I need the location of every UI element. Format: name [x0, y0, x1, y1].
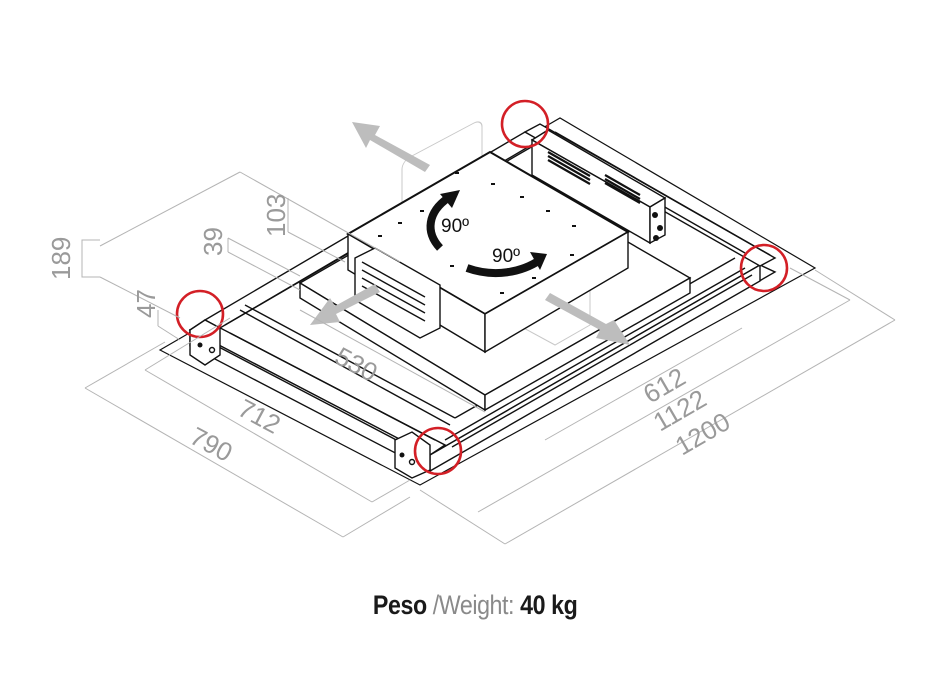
weight-label-en: Weight: — [438, 590, 515, 620]
rotation-arrow-horizontal-icon — [465, 252, 547, 278]
highlight-front-left-bracket — [175, 289, 225, 339]
highlight-front-right-bracket — [413, 426, 463, 476]
weight-value: 40 kg — [520, 590, 578, 620]
highlight-rear-left-bracket — [500, 99, 550, 149]
top-screws — [378, 172, 576, 294]
weight-caption: Peso /Weight: 40 kg — [67, 590, 884, 621]
airflow-arrow-left-icon — [310, 284, 380, 325]
weight-separator: / — [432, 590, 439, 620]
dim-label-103: 103 — [261, 194, 291, 237]
dim-label-189: 189 — [46, 237, 76, 280]
weight-label-es: Peso — [372, 590, 427, 620]
rotation-arrow-vertical-icon — [426, 190, 460, 251]
rotation-label-horizontal: 90º — [492, 246, 520, 267]
dim-label-47: 47 — [131, 289, 161, 318]
vent-slots — [547, 151, 641, 204]
rotation-label-vertical: 90º — [441, 216, 469, 237]
airflow-arrow-right-icon — [545, 293, 630, 345]
motor-housing — [346, 150, 631, 354]
highlight-rear-right-bracket — [739, 243, 789, 293]
dim-label-39: 39 — [198, 227, 228, 256]
airflow-arrow-rear-icon — [352, 122, 430, 172]
control-box — [530, 129, 667, 245]
dim-label-790: 790 — [185, 421, 237, 468]
dimension-lines — [81, 171, 896, 545]
